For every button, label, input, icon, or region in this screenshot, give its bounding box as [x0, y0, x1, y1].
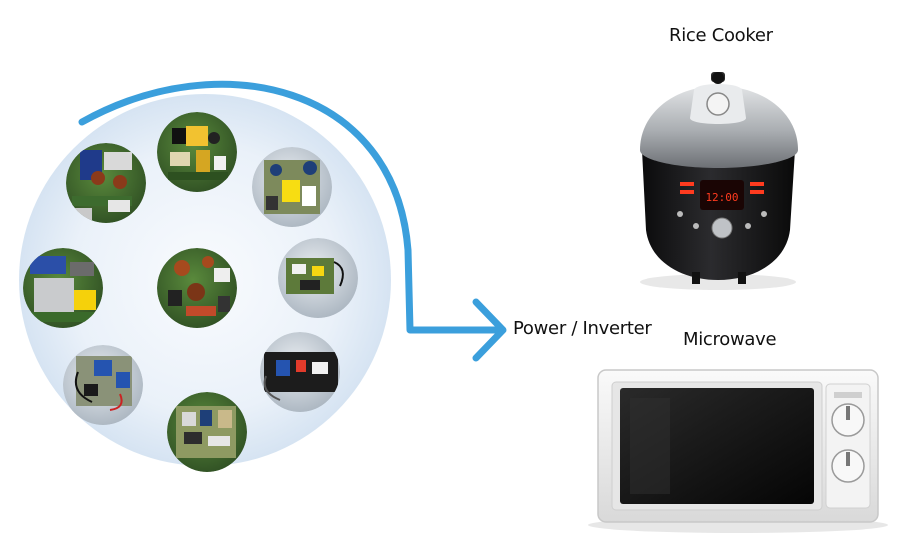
circuit-board-image [252, 147, 332, 227]
board-collection [19, 94, 391, 472]
flow-arrow [78, 80, 507, 362]
circuit-board-image [167, 392, 247, 472]
power-inverter-label: Power / Inverter [513, 318, 652, 339]
rice-cooker-icon: 12:00 [640, 72, 798, 290]
circuit-board-image [157, 112, 237, 192]
arc-path [78, 80, 504, 334]
circuit-board-image [278, 238, 358, 318]
circuit-board-image [23, 248, 103, 328]
svg-text:12:00: 12:00 [705, 191, 738, 204]
circuit-board-image [66, 143, 146, 223]
microwave-label: Microwave [683, 329, 777, 350]
arrowhead-icon [472, 298, 507, 362]
circuit-board-image [157, 248, 237, 328]
microwave-icon [588, 369, 888, 533]
circuit-board-image [260, 332, 340, 412]
circuit-board-image [63, 345, 143, 425]
rice-cooker-label: Rice Cooker [669, 25, 773, 46]
